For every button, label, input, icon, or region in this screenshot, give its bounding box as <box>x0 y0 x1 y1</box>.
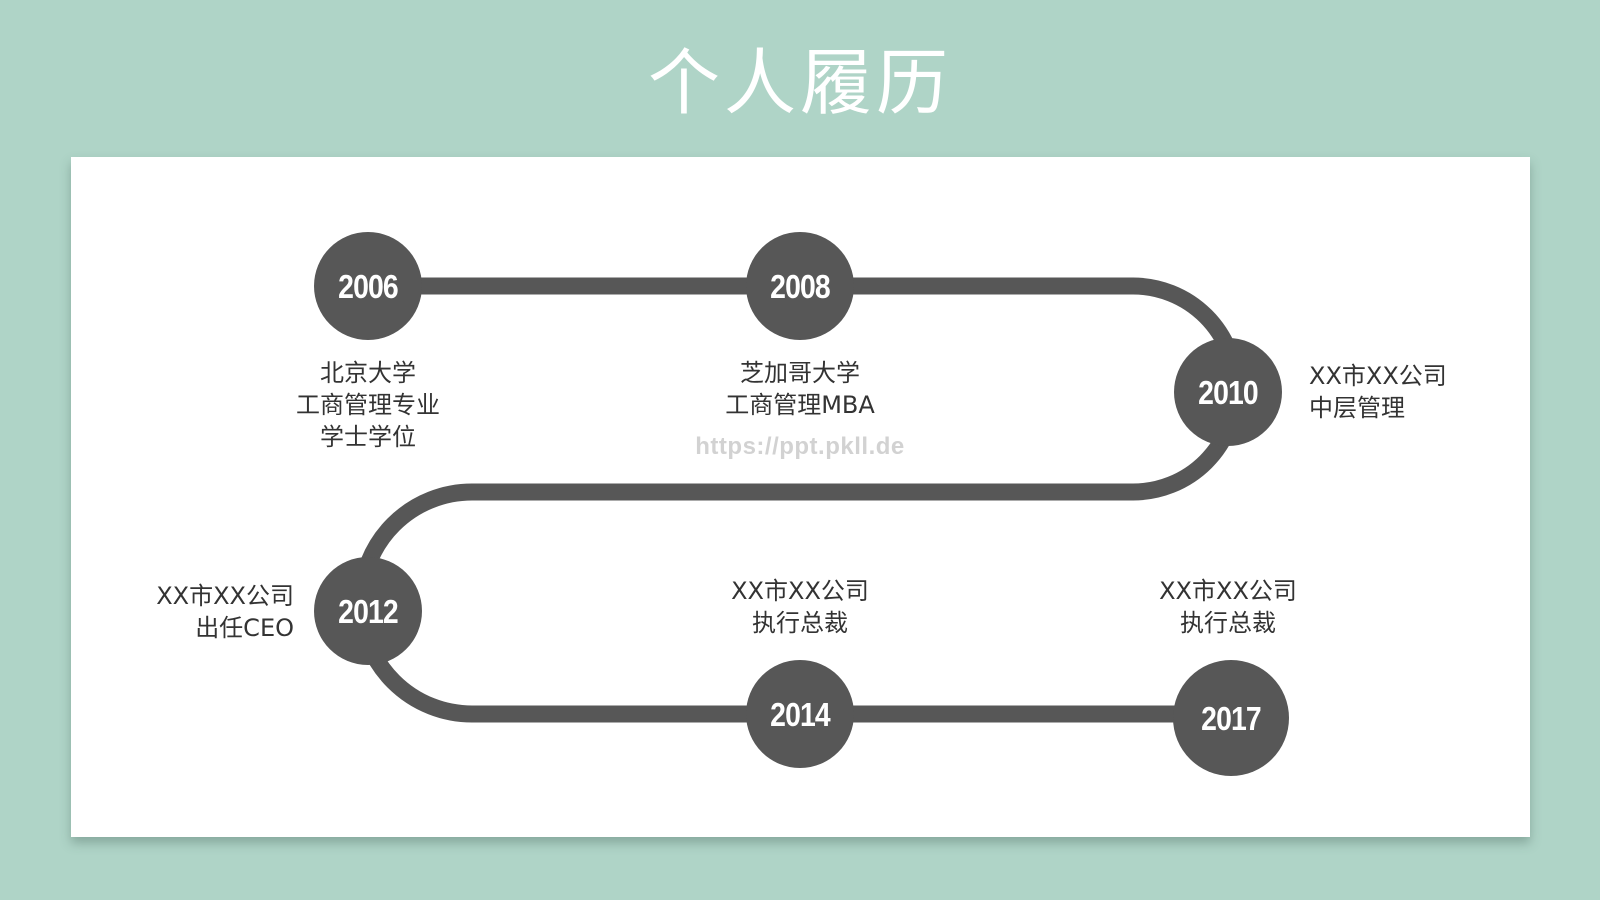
milestone-description-2012: XX市XX公司 出任CEO <box>156 580 294 644</box>
year-node-2008 <box>746 232 854 340</box>
description-line: 执行总裁 <box>1179 609 1276 637</box>
description-line: XX市XX公司 <box>731 577 869 605</box>
description-line: 工商管理MBA <box>725 391 875 419</box>
timeline-path <box>352 277 1245 723</box>
year-node-2006 <box>314 232 422 340</box>
year-node-2017 <box>1173 660 1289 776</box>
page-title: 个人履历 <box>647 41 952 125</box>
milestone-description-2006: 北京大学 工商管理专业 学士学位 <box>296 357 440 453</box>
description-line: 出任CEO <box>195 614 294 642</box>
description-line: XX市XX公司 <box>156 582 294 610</box>
year-node-2014 <box>746 660 854 768</box>
year-node-2012 <box>314 557 422 665</box>
milestone-description-2017: XX市XX公司 执行总裁 <box>1159 575 1297 639</box>
description-line: 芝加哥大学 <box>740 359 860 387</box>
description-line: 执行总裁 <box>751 609 848 637</box>
milestone-description-2008: 芝加哥大学 工商管理MBA <box>725 357 875 421</box>
year-label: 2006 <box>338 268 399 305</box>
year-label: 2010 <box>1198 374 1259 411</box>
description-line: 中层管理 <box>1309 394 1405 422</box>
year-label: 2008 <box>770 268 831 305</box>
description-line: 工商管理专业 <box>296 391 440 419</box>
description-line: XX市XX公司 <box>1309 362 1447 390</box>
year-label: 2014 <box>770 696 831 733</box>
description-line: 北京大学 <box>320 359 416 387</box>
milestone-description-2014: XX市XX公司 执行总裁 <box>731 575 869 639</box>
year-label: 2017 <box>1201 700 1262 737</box>
year-label: 2012 <box>338 593 399 630</box>
watermark-text: https://ppt.pkll.de <box>695 433 905 460</box>
milestone-description-2010: XX市XX公司 中层管理 <box>1309 360 1447 424</box>
description-line: XX市XX公司 <box>1159 577 1297 605</box>
year-node-2010 <box>1174 338 1282 446</box>
description-line: 学士学位 <box>320 423 416 451</box>
